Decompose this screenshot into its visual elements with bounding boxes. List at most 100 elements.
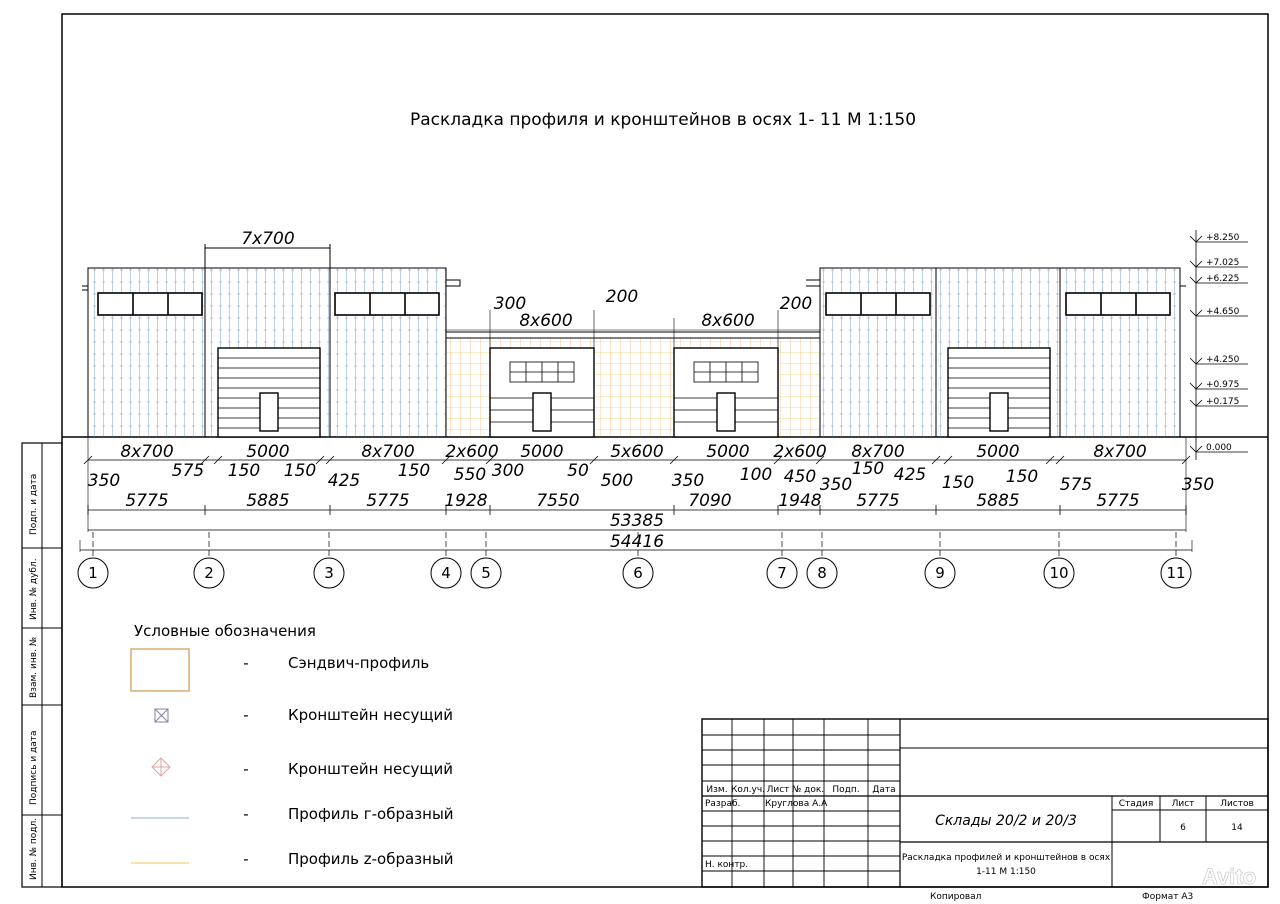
axis-marker <box>1043 557 1075 589</box>
axis-marker <box>806 557 838 589</box>
dim-label: 350 <box>88 471 120 491</box>
elevation-label: +4.250 <box>1206 355 1240 365</box>
elevation-marks: +8.250 +7.025 +6.225 +4.650 +4.250 +0.975 +0.1… <box>1189 233 1248 453</box>
dim-label: 1928 <box>444 491 487 511</box>
total-inner-label: 53385 <box>610 511 664 531</box>
dim-label: 150 <box>852 459 884 479</box>
dimension-chains: 8x700 5000 8x700 2x600 5000 5x600 5000 2x600 8x7… <box>77 437 1214 589</box>
tb-header: Подп. <box>832 785 859 795</box>
dim-label: 200 <box>780 294 812 314</box>
dim-label: 5x600 <box>610 442 663 462</box>
dim-label: 350 <box>672 471 704 491</box>
dim-label: 8x700 <box>851 442 904 462</box>
format-label: Формат А3 <box>1142 892 1193 902</box>
tb-header: Лист <box>767 785 790 795</box>
dim-label: 2x600 <box>445 442 498 462</box>
dim-label: 8x700 <box>120 442 173 462</box>
elevation-label: +8.250 <box>1206 233 1240 243</box>
sheet-label: Лист <box>1172 799 1195 809</box>
dim-label: 150 <box>228 461 260 481</box>
legend-item-label: Сэндвич-профиль <box>288 654 429 672</box>
dim-label: 450 <box>784 467 816 487</box>
axis-label: 8 <box>817 564 827 582</box>
legend-item-label: Кронштейн несущий <box>288 760 453 778</box>
legend-title: Условные обозначения <box>134 622 316 640</box>
dim-label: 8x600 <box>701 311 754 331</box>
dim-label: 5885 <box>246 491 289 511</box>
axis-label: 10 <box>1049 564 1068 582</box>
elevation-label: +7.025 <box>1206 258 1239 268</box>
dim-label: 150 <box>942 473 974 493</box>
project-title: Склады 20/2 и 20/3 <box>935 813 1077 829</box>
axis-marker <box>1160 557 1192 589</box>
bracket-diamond-icon <box>151 757 171 777</box>
drawing-title: Раскладка профиля и кронштейнов в осях 1… <box>410 110 916 130</box>
axis-label: 7 <box>777 564 787 582</box>
axis-marker <box>622 557 654 589</box>
dim-label: 7550 <box>536 491 579 511</box>
axis-marker <box>470 557 502 589</box>
dim-label: 550 <box>454 465 486 485</box>
dim-label: 425 <box>328 471 360 491</box>
dim-label: 425 <box>894 465 926 485</box>
sheet-title-line2: 1-11 М 1:150 <box>976 867 1036 877</box>
dim-label: 575 <box>1060 475 1092 495</box>
legend-item-label: Профиль z-образный <box>288 850 454 868</box>
elevation-label: +6.225 <box>1206 274 1239 284</box>
dim-label: 150 <box>1006 467 1038 487</box>
dim-label: 500 <box>601 471 633 491</box>
sheets-total: 14 <box>1231 823 1243 833</box>
stamp-label: Подпись и дата <box>29 730 39 805</box>
dim-label: 300 <box>492 461 524 481</box>
stage-label: Стадия <box>1119 799 1154 809</box>
tb-header: № док. <box>792 785 824 795</box>
bracket-box-cross-icon <box>154 708 169 723</box>
elevation-label: +4.650 <box>1206 307 1240 317</box>
dim-label: 300 <box>494 294 526 314</box>
facade-elevation: 7x700 300 200 200 8x600 8x600 +8.250+7.0… <box>62 229 1268 460</box>
dim-label: 5775 <box>125 491 168 511</box>
nkontr-label: Н. контр. <box>705 860 748 870</box>
axis-label: 9 <box>935 564 945 582</box>
dim-label: 8x700 <box>1093 442 1146 462</box>
dim-label: 150 <box>398 461 430 481</box>
dim-label: 5775 <box>856 491 899 511</box>
axis-label: 5 <box>481 564 491 582</box>
axis-label: 1 <box>88 564 98 582</box>
dim-label: 5885 <box>976 491 1019 511</box>
axis-label: 2 <box>204 564 214 582</box>
dim-label: 575 <box>172 461 204 481</box>
axis-marker <box>193 557 225 589</box>
stamp-label: Подп. и дата <box>29 474 39 535</box>
dim-label: 150 <box>284 461 316 481</box>
elevation-label: +0.175 <box>1206 397 1239 407</box>
axis-label: 11 <box>1166 564 1185 582</box>
window-band <box>97 292 1171 316</box>
dim-label: 5775 <box>366 491 409 511</box>
legend-dash: - <box>243 805 248 823</box>
dim-label: 5000 <box>706 442 749 462</box>
sheets-label: Листов <box>1220 799 1254 809</box>
total-outer-label: 54416 <box>610 532 664 552</box>
elevation-label: +0.975 <box>1206 380 1239 390</box>
dim-label: 7090 <box>688 491 731 511</box>
dim-label: 5000 <box>520 442 563 462</box>
stamp-label: Инв. № дубл. <box>29 558 39 620</box>
gate <box>217 347 1051 438</box>
legend-dash: - <box>243 654 248 672</box>
sheet-title-line1: Раскладка профилей и кронштейнов в осях <box>902 853 1111 863</box>
legend-item-label: Профиль г-образный <box>288 805 454 823</box>
tb-header: Изм. <box>706 785 727 795</box>
tb-header: Дата <box>872 785 895 795</box>
dim-label: 2x600 <box>773 442 826 462</box>
dim-label: 350 <box>820 475 852 495</box>
axis-marker <box>924 557 956 589</box>
dim-label: 8x600 <box>519 311 572 331</box>
axis-marker <box>766 557 798 589</box>
dim-label: 5000 <box>246 442 289 462</box>
dim-label: 50 <box>567 461 589 481</box>
legend-dash: - <box>243 760 248 778</box>
tb-header: Кол.уч. <box>731 785 765 795</box>
